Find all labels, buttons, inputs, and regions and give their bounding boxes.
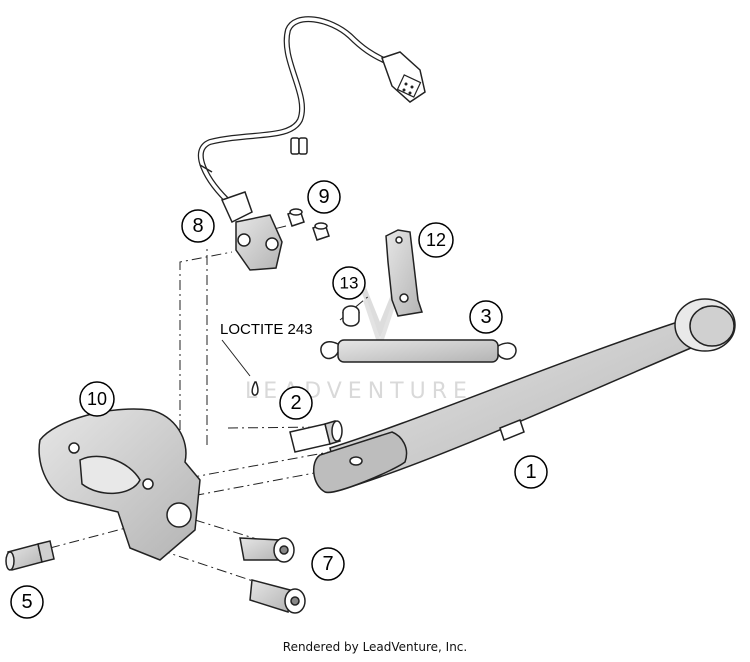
svg-text:1: 1 (525, 461, 536, 483)
rubber-plug (5, 540, 55, 571)
pivot-bolt (289, 420, 343, 453)
callout-13: 13 (332, 266, 366, 300)
cable-connector (381, 51, 426, 103)
svg-text:2: 2 (290, 392, 301, 414)
loctite-leader (221, 339, 251, 377)
stand-bolts (239, 537, 306, 614)
mounting-bracket (38, 408, 201, 561)
watermark-text: LEADVENTURE (245, 379, 473, 404)
callout-12: 12 (418, 222, 454, 258)
return-spring (320, 339, 517, 363)
side-stand (313, 298, 736, 494)
svg-text:9: 9 (318, 186, 329, 208)
svg-text:8: 8 (192, 215, 203, 237)
callout-2: 2 (279, 386, 313, 420)
svg-text:5: 5 (21, 591, 32, 613)
loctite-drop (251, 381, 259, 396)
spring-bracket (385, 229, 423, 317)
bracket-bolt (342, 305, 360, 327)
cable-clip (290, 137, 308, 155)
callout-3: 3 (469, 300, 503, 334)
svg-text:12: 12 (426, 230, 446, 250)
loctite-note: LOCTITE 243 (220, 321, 313, 338)
sensor-screws (287, 208, 330, 241)
callout-9: 9 (307, 180, 341, 214)
svg-text:13: 13 (340, 274, 359, 293)
svg-text:7: 7 (322, 553, 333, 575)
callout-10: 10 (79, 381, 115, 417)
callout-7: 7 (311, 547, 345, 581)
sidestand-sensor (220, 191, 283, 271)
callout-5: 5 (10, 585, 44, 619)
sensor-cable (197, 16, 426, 208)
callout-8: 8 (181, 209, 215, 243)
footer-credit: Rendered by LeadVenture, Inc. (282, 640, 468, 654)
svg-text:3: 3 (480, 306, 491, 328)
callout-1: 1 (514, 455, 548, 489)
svg-text:10: 10 (87, 389, 107, 409)
